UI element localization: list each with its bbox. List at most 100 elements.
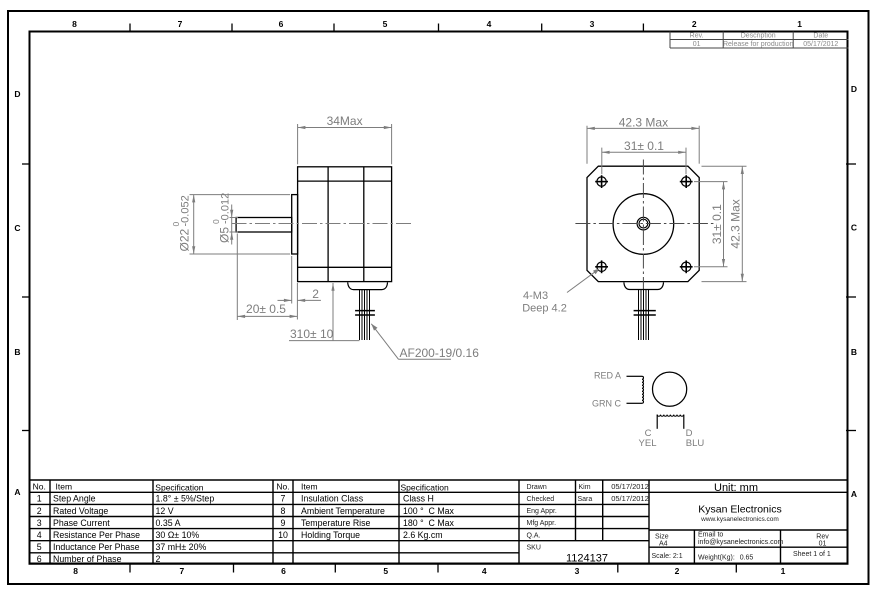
svg-text:31± 0.1: 31± 0.1 xyxy=(710,204,724,244)
svg-text:3: 3 xyxy=(590,19,595,29)
svg-text:Step Angle: Step Angle xyxy=(53,494,96,504)
svg-text:42.3 Max: 42.3 Max xyxy=(729,199,743,248)
svg-text:Item: Item xyxy=(301,482,318,492)
svg-text:2: 2 xyxy=(692,19,697,29)
svg-text:4: 4 xyxy=(37,530,42,540)
svg-text:Inductance Per Phase: Inductance Per Phase xyxy=(53,542,140,552)
svg-text:1: 1 xyxy=(781,566,786,576)
svg-text:8: 8 xyxy=(72,19,77,29)
svg-text:8: 8 xyxy=(281,506,286,516)
svg-text:100 ° C Max: 100 ° C Max xyxy=(403,506,455,516)
svg-text:31± 0.1: 31± 0.1 xyxy=(624,139,664,153)
svg-text:0.35 A: 0.35 A xyxy=(156,518,181,528)
svg-text:Number of Phase: Number of Phase xyxy=(53,554,122,564)
svg-text:20± 0.5: 20± 0.5 xyxy=(246,302,286,316)
svg-text:6: 6 xyxy=(281,566,286,576)
svg-text:D: D xyxy=(851,84,857,94)
svg-text:AF200-19/0.16: AF200-19/0.16 xyxy=(400,346,480,360)
svg-text:10: 10 xyxy=(278,530,288,540)
svg-text:D: D xyxy=(686,428,693,439)
svg-text:05/17/2012: 05/17/2012 xyxy=(611,494,649,503)
svg-text:Resistance Per Phase: Resistance Per Phase xyxy=(53,530,140,540)
svg-text:1: 1 xyxy=(37,494,42,504)
svg-text:C: C xyxy=(645,428,652,439)
svg-text:1: 1 xyxy=(797,19,802,29)
svg-text:Specification: Specification xyxy=(155,483,203,493)
svg-text:C: C xyxy=(851,223,857,233)
svg-text:Q.A.: Q.A. xyxy=(527,532,541,539)
svg-text:0: 0 xyxy=(171,222,181,227)
svg-text:9: 9 xyxy=(281,518,286,528)
svg-text:-0.012: -0.012 xyxy=(219,193,231,224)
svg-text:2: 2 xyxy=(156,554,161,564)
svg-text:0.65: 0.65 xyxy=(740,555,754,562)
svg-text:Checked: Checked xyxy=(527,496,555,503)
svg-text:Ø22: Ø22 xyxy=(178,228,192,251)
svg-text:4: 4 xyxy=(487,19,492,29)
svg-text:Weight(Kg):: Weight(Kg): xyxy=(698,555,735,562)
svg-text:A: A xyxy=(14,487,20,497)
svg-text:Specification: Specification xyxy=(401,483,449,493)
svg-text:3: 3 xyxy=(37,518,42,528)
svg-text:-0.052: -0.052 xyxy=(180,195,192,226)
svg-text:Mfg Appr.: Mfg Appr. xyxy=(527,520,557,527)
svg-text:Kysan Electronics: Kysan Electronics xyxy=(698,504,781,516)
svg-text:4: 4 xyxy=(482,566,487,576)
svg-text:Size: Size xyxy=(655,534,669,541)
svg-text:1124137: 1124137 xyxy=(566,553,608,565)
svg-text:info@kysanelectronics.com: info@kysanelectronics.com xyxy=(698,539,783,546)
svg-text:5: 5 xyxy=(383,19,388,29)
svg-text:12 V: 12 V xyxy=(156,506,174,516)
svg-text:0: 0 xyxy=(211,219,221,224)
svg-text:BLU: BLU xyxy=(686,438,705,449)
svg-text:1.8° ± 5%/Step: 1.8° ± 5%/Step xyxy=(156,494,215,504)
svg-text:Email to: Email to xyxy=(698,532,723,539)
svg-text:No.: No. xyxy=(33,482,46,492)
svg-text:YEL: YEL xyxy=(639,438,657,449)
svg-text:37 mH± 20%: 37 mH± 20% xyxy=(156,542,207,552)
svg-text:Unit: mm: Unit: mm xyxy=(714,482,758,494)
svg-text:3: 3 xyxy=(575,566,580,576)
svg-text:Rev.: Rev. xyxy=(690,33,704,40)
svg-text:Scale: 2:1: Scale: 2:1 xyxy=(652,553,683,560)
svg-text:Date: Date xyxy=(813,33,828,40)
svg-text:Release for production: Release for production xyxy=(723,41,794,48)
svg-text:Sheet 1 of 1: Sheet 1 of 1 xyxy=(793,551,831,558)
svg-text:D: D xyxy=(14,89,20,99)
svg-text:05/17/2012: 05/17/2012 xyxy=(611,482,649,491)
svg-text:01: 01 xyxy=(819,541,827,548)
svg-text:Sara: Sara xyxy=(578,496,593,503)
svg-text:Rated Voltage: Rated Voltage xyxy=(53,506,108,516)
svg-text:Class H: Class H xyxy=(403,494,434,504)
svg-text:Rev: Rev xyxy=(816,534,829,541)
svg-text:Item: Item xyxy=(56,482,73,492)
svg-text:30 Ω± 10%: 30 Ω± 10% xyxy=(156,530,200,540)
svg-text:05/17/2012: 05/17/2012 xyxy=(803,41,838,48)
svg-text:Kim: Kim xyxy=(579,484,591,491)
svg-text:Holding Torque: Holding Torque xyxy=(301,530,360,540)
svg-text:180 ° C Max: 180 ° C Max xyxy=(403,518,455,528)
svg-text:Phase Current: Phase Current xyxy=(53,518,110,528)
svg-text:www.kysanelectronics.com: www.kysanelectronics.com xyxy=(700,516,779,523)
svg-text:RED A: RED A xyxy=(594,370,621,380)
svg-text:4-M3: 4-M3 xyxy=(523,290,548,302)
svg-text:2.6 Kg.cm: 2.6 Kg.cm xyxy=(403,530,443,540)
svg-text:34Max: 34Max xyxy=(327,114,363,128)
svg-text:Temperature Rise: Temperature Rise xyxy=(301,518,371,528)
svg-text:7: 7 xyxy=(180,566,185,576)
svg-text:A4: A4 xyxy=(659,540,668,547)
svg-text:5: 5 xyxy=(37,542,42,552)
svg-text:Deep 4.2: Deep 4.2 xyxy=(522,303,567,315)
svg-text:GRN C: GRN C xyxy=(592,399,622,409)
svg-text:Insulation Class: Insulation Class xyxy=(301,494,364,504)
svg-text:Ø5: Ø5 xyxy=(217,227,231,243)
svg-text:2: 2 xyxy=(37,506,42,516)
svg-text:B: B xyxy=(14,347,20,357)
svg-text:42.3 Max: 42.3 Max xyxy=(619,115,668,129)
svg-text:Drawn: Drawn xyxy=(527,484,547,491)
svg-text:5: 5 xyxy=(383,566,388,576)
svg-text:6: 6 xyxy=(37,554,42,564)
svg-text:2: 2 xyxy=(675,566,680,576)
svg-text:7: 7 xyxy=(178,19,183,29)
svg-text:7: 7 xyxy=(281,494,286,504)
